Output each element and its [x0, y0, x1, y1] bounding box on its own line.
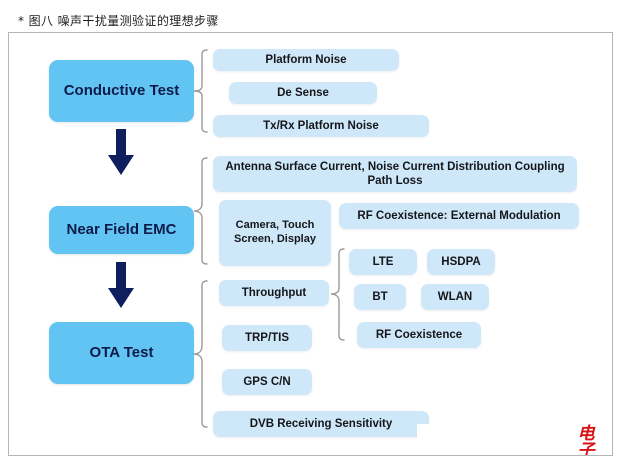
figure-title-bar: * 图八 噪声干扰量测验证的理想步骤: [8, 8, 613, 33]
brace-ota-test: [192, 279, 209, 429]
leaf-box-antenna-surface-current[interactable]: Antenna Surface Current, Noise Current D…: [213, 156, 577, 192]
leaf-box-platform-noise[interactable]: Platform Noise: [213, 49, 399, 71]
leaf-box-hsdpa[interactable]: HSDPA: [427, 249, 495, 275]
leaf-box-wlan[interactable]: WLAN: [421, 284, 489, 310]
leaf-box-de-sense[interactable]: De Sense: [229, 82, 377, 104]
diagram-canvas: Conductive Test Platform Noise De Sense …: [9, 34, 612, 455]
stage-box-conductive-test[interactable]: Conductive Test: [49, 60, 194, 122]
arrow-conductive-to-near-field: [108, 129, 134, 177]
stage-box-ota-test[interactable]: OTA Test: [49, 322, 194, 384]
leaf-box-rf-coexistence-external-modulation[interactable]: RF Coexistence: External Modulation: [339, 203, 579, 229]
stage-box-near-field-emc[interactable]: Near Field EMC: [49, 206, 194, 254]
site-watermark: elecfans·com 电子发烧友: [417, 424, 612, 455]
brace-near-field-emc: [192, 156, 209, 266]
leaf-box-gps-cn[interactable]: GPS C/N: [222, 369, 312, 395]
leaf-box-lte[interactable]: LTE: [349, 249, 417, 275]
page-title: * 图八 噪声干扰量测验证的理想步骤: [18, 13, 219, 28]
leaf-box-bt[interactable]: BT: [354, 284, 406, 310]
leaf-box-dvb-receiving-sensitivity[interactable]: DVB Receiving Sensitivity: [213, 411, 429, 437]
arrow-near-field-to-ota: [108, 262, 134, 310]
leaf-box-trp-tis[interactable]: TRP/TIS: [222, 325, 312, 351]
brace-throughput-subgroup: [329, 247, 346, 343]
leaf-box-throughput[interactable]: Throughput: [219, 280, 329, 306]
leaf-box-tx-rx-platform-noise[interactable]: Tx/Rx Platform Noise: [213, 115, 429, 137]
leaf-box-camera-touch-screen-display[interactable]: Camera, Touch Screen, Display: [219, 200, 331, 266]
watermark-chinese-text: 电子发烧友: [577, 424, 596, 456]
leaf-box-rf-coexistence[interactable]: RF Coexistence: [357, 322, 481, 348]
brace-conductive-test: [192, 48, 209, 134]
